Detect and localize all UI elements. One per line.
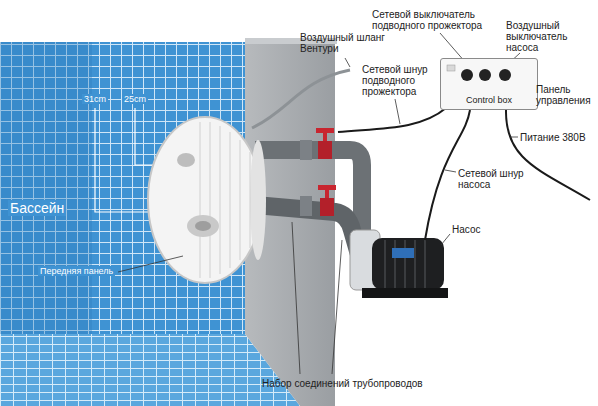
hose-label: Воздушный шланг Вентури [300,32,390,54]
part-label: Передняя панель [38,266,115,276]
dimension: 25cm [122,94,148,104]
panel-label: Панель управления [536,84,594,106]
dimension: 31cm [82,94,108,104]
pump-label: Насос [452,224,480,235]
switch-knobs [441,61,529,87]
switch-label: Воздушный выключатель насоса [506,20,594,53]
box-label: Control box [441,95,537,105]
power-label: Питание 380В [520,132,586,143]
pipes-label: Набор соединений трубопроводов [262,378,423,389]
switch-label: Сетевой выключатель подводного прожектор… [372,9,490,31]
cord-label: Сетевой шнур подводного прожектора [362,64,438,97]
control-box: Control box [440,58,538,110]
cord-label: Сетевой шнур насоса [458,168,534,190]
pool-label: Бассейн [8,200,66,216]
